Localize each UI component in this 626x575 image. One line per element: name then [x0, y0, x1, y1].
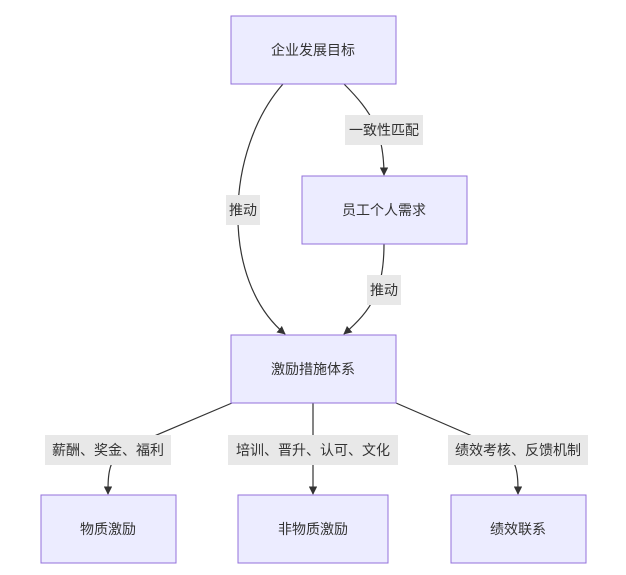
node-incentive: 激励措施体系 [230, 334, 397, 404]
edge-label-incentive-to-material-text: 薪酬、奖金、福利 [52, 442, 164, 459]
node-goal-label: 企业发展目标 [271, 42, 355, 59]
node-nonmaterial: 非物质激励 [237, 494, 389, 564]
edge-label-needs-to-incentive-text: 推动 [370, 283, 398, 299]
edge-label-incentive-to-nonmaterial: 培训、晋升、认可、文化 [228, 435, 398, 465]
node-material: 物质激励 [40, 494, 177, 564]
node-goal: 企业发展目标 [230, 15, 397, 85]
edge-label-incentive-to-nonmaterial-text: 培训、晋升、认可、文化 [236, 443, 390, 459]
edge-label-goal-to-needs-text: 一致性匹配 [349, 123, 419, 139]
edge-label-needs-to-incentive: 推动 [367, 275, 401, 305]
edge-label-incentive-to-material: 薪酬、奖金、福利 [45, 435, 171, 465]
node-performance-label: 绩效联系 [490, 522, 546, 538]
edge-label-goal-to-needs: 一致性匹配 [345, 115, 423, 145]
edge-label-incentive-to-performance: 绩效考核、反馈机制 [448, 435, 588, 465]
node-nonmaterial-label: 非物质激励 [278, 521, 348, 538]
node-incentive-label: 激励措施体系 [271, 361, 355, 378]
node-needs-label: 员工个人需求 [342, 203, 426, 219]
node-performance: 绩效联系 [450, 494, 587, 564]
node-material-label: 物质激励 [80, 521, 136, 538]
edge-label-goal-to-incentive-text: 推动 [229, 203, 257, 219]
edge-label-goal-to-incentive: 推动 [226, 195, 260, 225]
edge-label-incentive-to-performance-text: 绩效考核、反馈机制 [455, 443, 581, 459]
node-needs: 员工个人需求 [301, 175, 468, 245]
